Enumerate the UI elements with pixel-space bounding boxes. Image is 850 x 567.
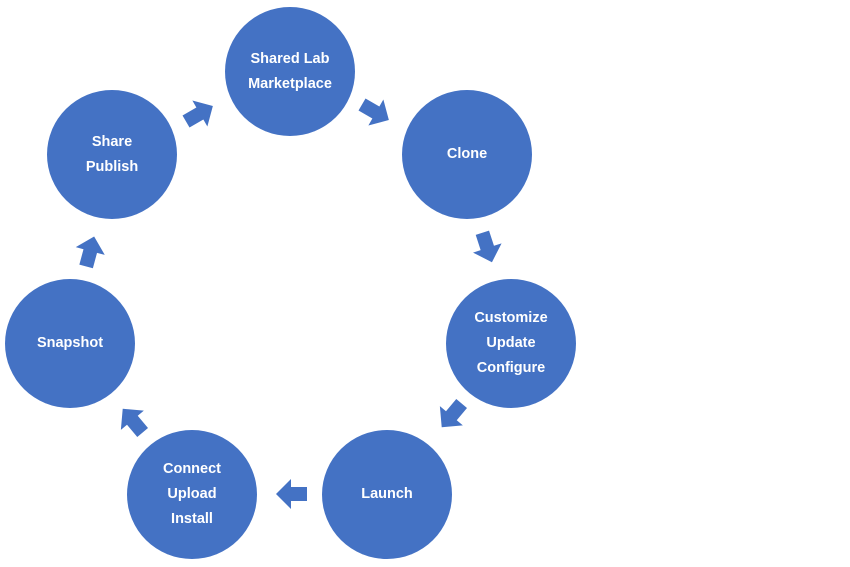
arrow-customize-to-launch [435, 398, 469, 432]
node-label-line: Update [486, 335, 536, 351]
node-customize-update-configure: Customize Update Configure [446, 279, 576, 408]
node-label-line: Upload [167, 486, 217, 502]
arrow-shared-lab-to-clone [358, 95, 392, 129]
arrow-share-to-shared-lab [182, 97, 216, 131]
node-shared-lab-marketplace: Shared Lab Marketplace [225, 7, 355, 136]
node-label-line: Customize [474, 310, 548, 326]
node-label-line: Snapshot [36, 335, 104, 351]
node-label-line: Shared Lab [250, 50, 330, 67]
node-label-line: Launch [361, 486, 413, 502]
arrow-connect-to-snapshot [116, 404, 150, 438]
arrow-snapshot-to-share [73, 235, 107, 269]
node-share-publish: Share Publish [47, 90, 177, 219]
node-label-line: Connect [163, 461, 221, 477]
node-label-line: Publish [85, 158, 139, 175]
node-label-line: Install [171, 511, 213, 527]
node-launch: Launch [322, 430, 452, 559]
node-label-line: Configure [476, 360, 546, 376]
node-connect-upload-install: Connect Upload Install [127, 430, 257, 559]
node-snapshot: Snapshot [5, 279, 135, 408]
node-clone: Clone [402, 90, 532, 219]
node-label-line: Marketplace [248, 75, 332, 92]
node-label-line: Clone [446, 146, 488, 162]
arrow-clone-to-customize [470, 230, 504, 264]
arrow-launch-to-connect [275, 477, 309, 511]
node-label-line: Share [91, 133, 133, 150]
